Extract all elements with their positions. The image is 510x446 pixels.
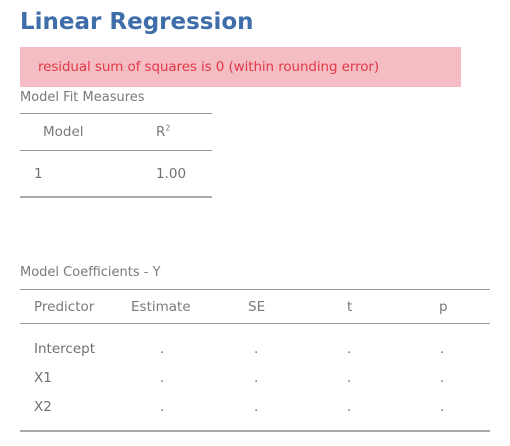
cell-se: . [254,370,259,386]
cell-se: . [254,341,259,357]
cell-r-squared: 1.00 [156,166,187,182]
cell-p: . [440,370,445,386]
cell-p: . [440,341,445,357]
cell-p: . [440,399,445,415]
column-header-r-squared: R2 [156,124,170,140]
cell-predictor: Intercept [34,341,95,357]
cell-estimate: . [160,341,165,357]
column-header-model: Model [43,124,84,140]
r-label: R [156,124,166,140]
column-header-estimate: Estimate [131,299,191,315]
coefficients-table-title: Model Coefficients - Y [20,265,161,280]
table-bottom-rule [20,196,212,198]
column-header-p: p [439,299,448,315]
model-fit-table-title: Model Fit Measures [20,90,145,105]
cell-predictor: X2 [34,399,52,415]
cell-model: 1 [34,166,43,182]
error-message: residual sum of squares is 0 (within rou… [38,59,380,75]
cell-estimate: . [160,370,165,386]
cell-t: . [347,370,352,386]
error-banner: residual sum of squares is 0 (within rou… [20,47,461,87]
column-header-t: t [347,299,353,315]
table-header-rule [20,323,490,324]
cell-se: . [254,399,259,415]
table-bottom-rule [20,430,490,432]
cell-t: . [347,341,352,357]
cell-t: . [347,399,352,415]
page-title: Linear Regression [20,9,254,35]
table-header-rule [20,150,212,151]
column-header-se: SE [248,299,266,315]
column-header-predictor: Predictor [34,299,95,315]
r-superscript: 2 [165,123,171,133]
cell-estimate: . [160,399,165,415]
table-top-rule [20,113,212,114]
table-top-rule [20,289,490,290]
cell-predictor: X1 [34,370,52,386]
